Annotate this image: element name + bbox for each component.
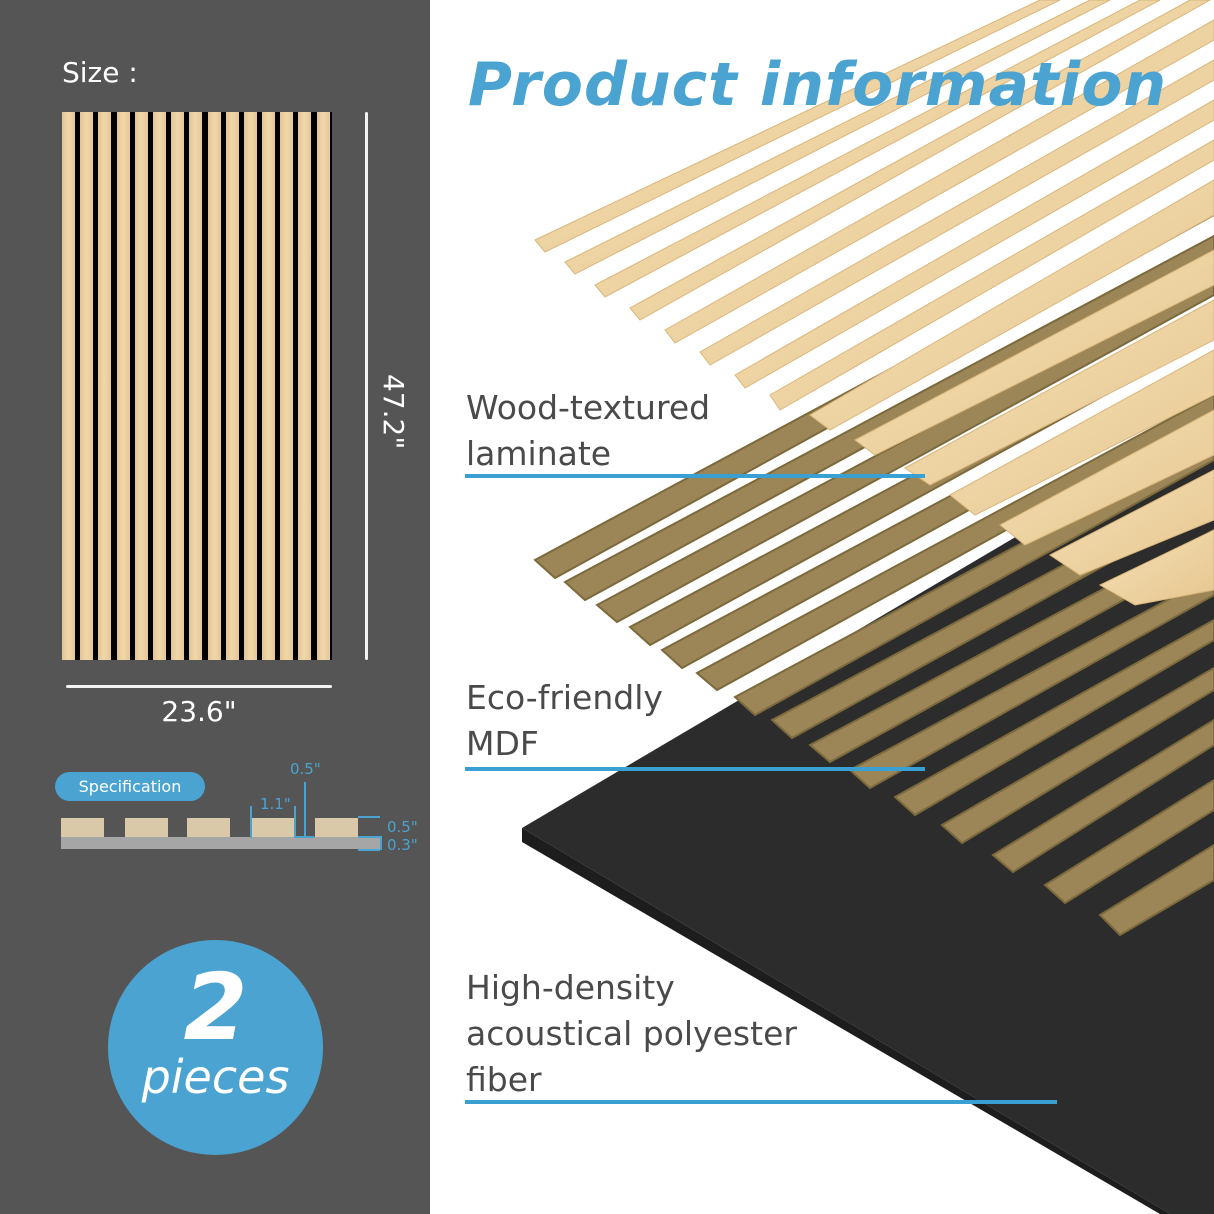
slat — [298, 112, 312, 660]
layer-label-laminate: Wood-textured laminate — [466, 388, 711, 473]
layer-label-felt: High-density acoustical polyester fiber — [466, 968, 797, 1099]
slat — [171, 112, 185, 660]
laminate-callout-line — [465, 474, 925, 478]
slat-width-value: 1.1" — [260, 795, 291, 813]
quantity-unit: pieces — [141, 1050, 290, 1104]
slat — [189, 112, 203, 660]
slat — [280, 112, 294, 660]
slat — [225, 112, 239, 660]
felt-layer — [522, 420, 1214, 1214]
panel-illustration — [62, 112, 332, 660]
slat — [262, 112, 276, 660]
height-dimension-line — [365, 112, 368, 660]
slat — [98, 112, 112, 660]
laminate-layer — [534, 0, 1214, 606]
base-thickness-value: 0.3" — [387, 836, 418, 854]
layer-exploded-illustration — [522, 0, 1214, 1214]
width-dimension: 23.6" — [161, 695, 237, 728]
gap-value: 0.5" — [290, 760, 321, 778]
height-dimension: 47.2" — [377, 374, 410, 450]
felt-callout-line — [465, 1100, 1057, 1104]
quantity-badge: 2 pieces — [108, 940, 323, 1155]
page-title: Product information — [468, 50, 1168, 120]
slat-thickness-value: 0.5" — [387, 818, 418, 836]
width-dimension-line — [66, 685, 332, 688]
specification-badge: Specification — [55, 772, 205, 801]
quantity-number: 2 — [183, 954, 248, 1061]
mdf-callout-line — [465, 767, 925, 771]
slat — [134, 112, 148, 660]
slat — [62, 112, 75, 660]
slat — [116, 112, 130, 660]
size-panel: Size : 47.2" 23.6" Specification 1.1" 0.… — [0, 0, 430, 1214]
slat — [152, 112, 166, 660]
slat — [243, 112, 257, 660]
slat — [316, 112, 330, 660]
size-label: Size : — [62, 56, 138, 89]
slat — [80, 112, 94, 660]
slat — [207, 112, 221, 660]
layer-label-mdf: Eco-friendly MDF — [466, 678, 663, 763]
